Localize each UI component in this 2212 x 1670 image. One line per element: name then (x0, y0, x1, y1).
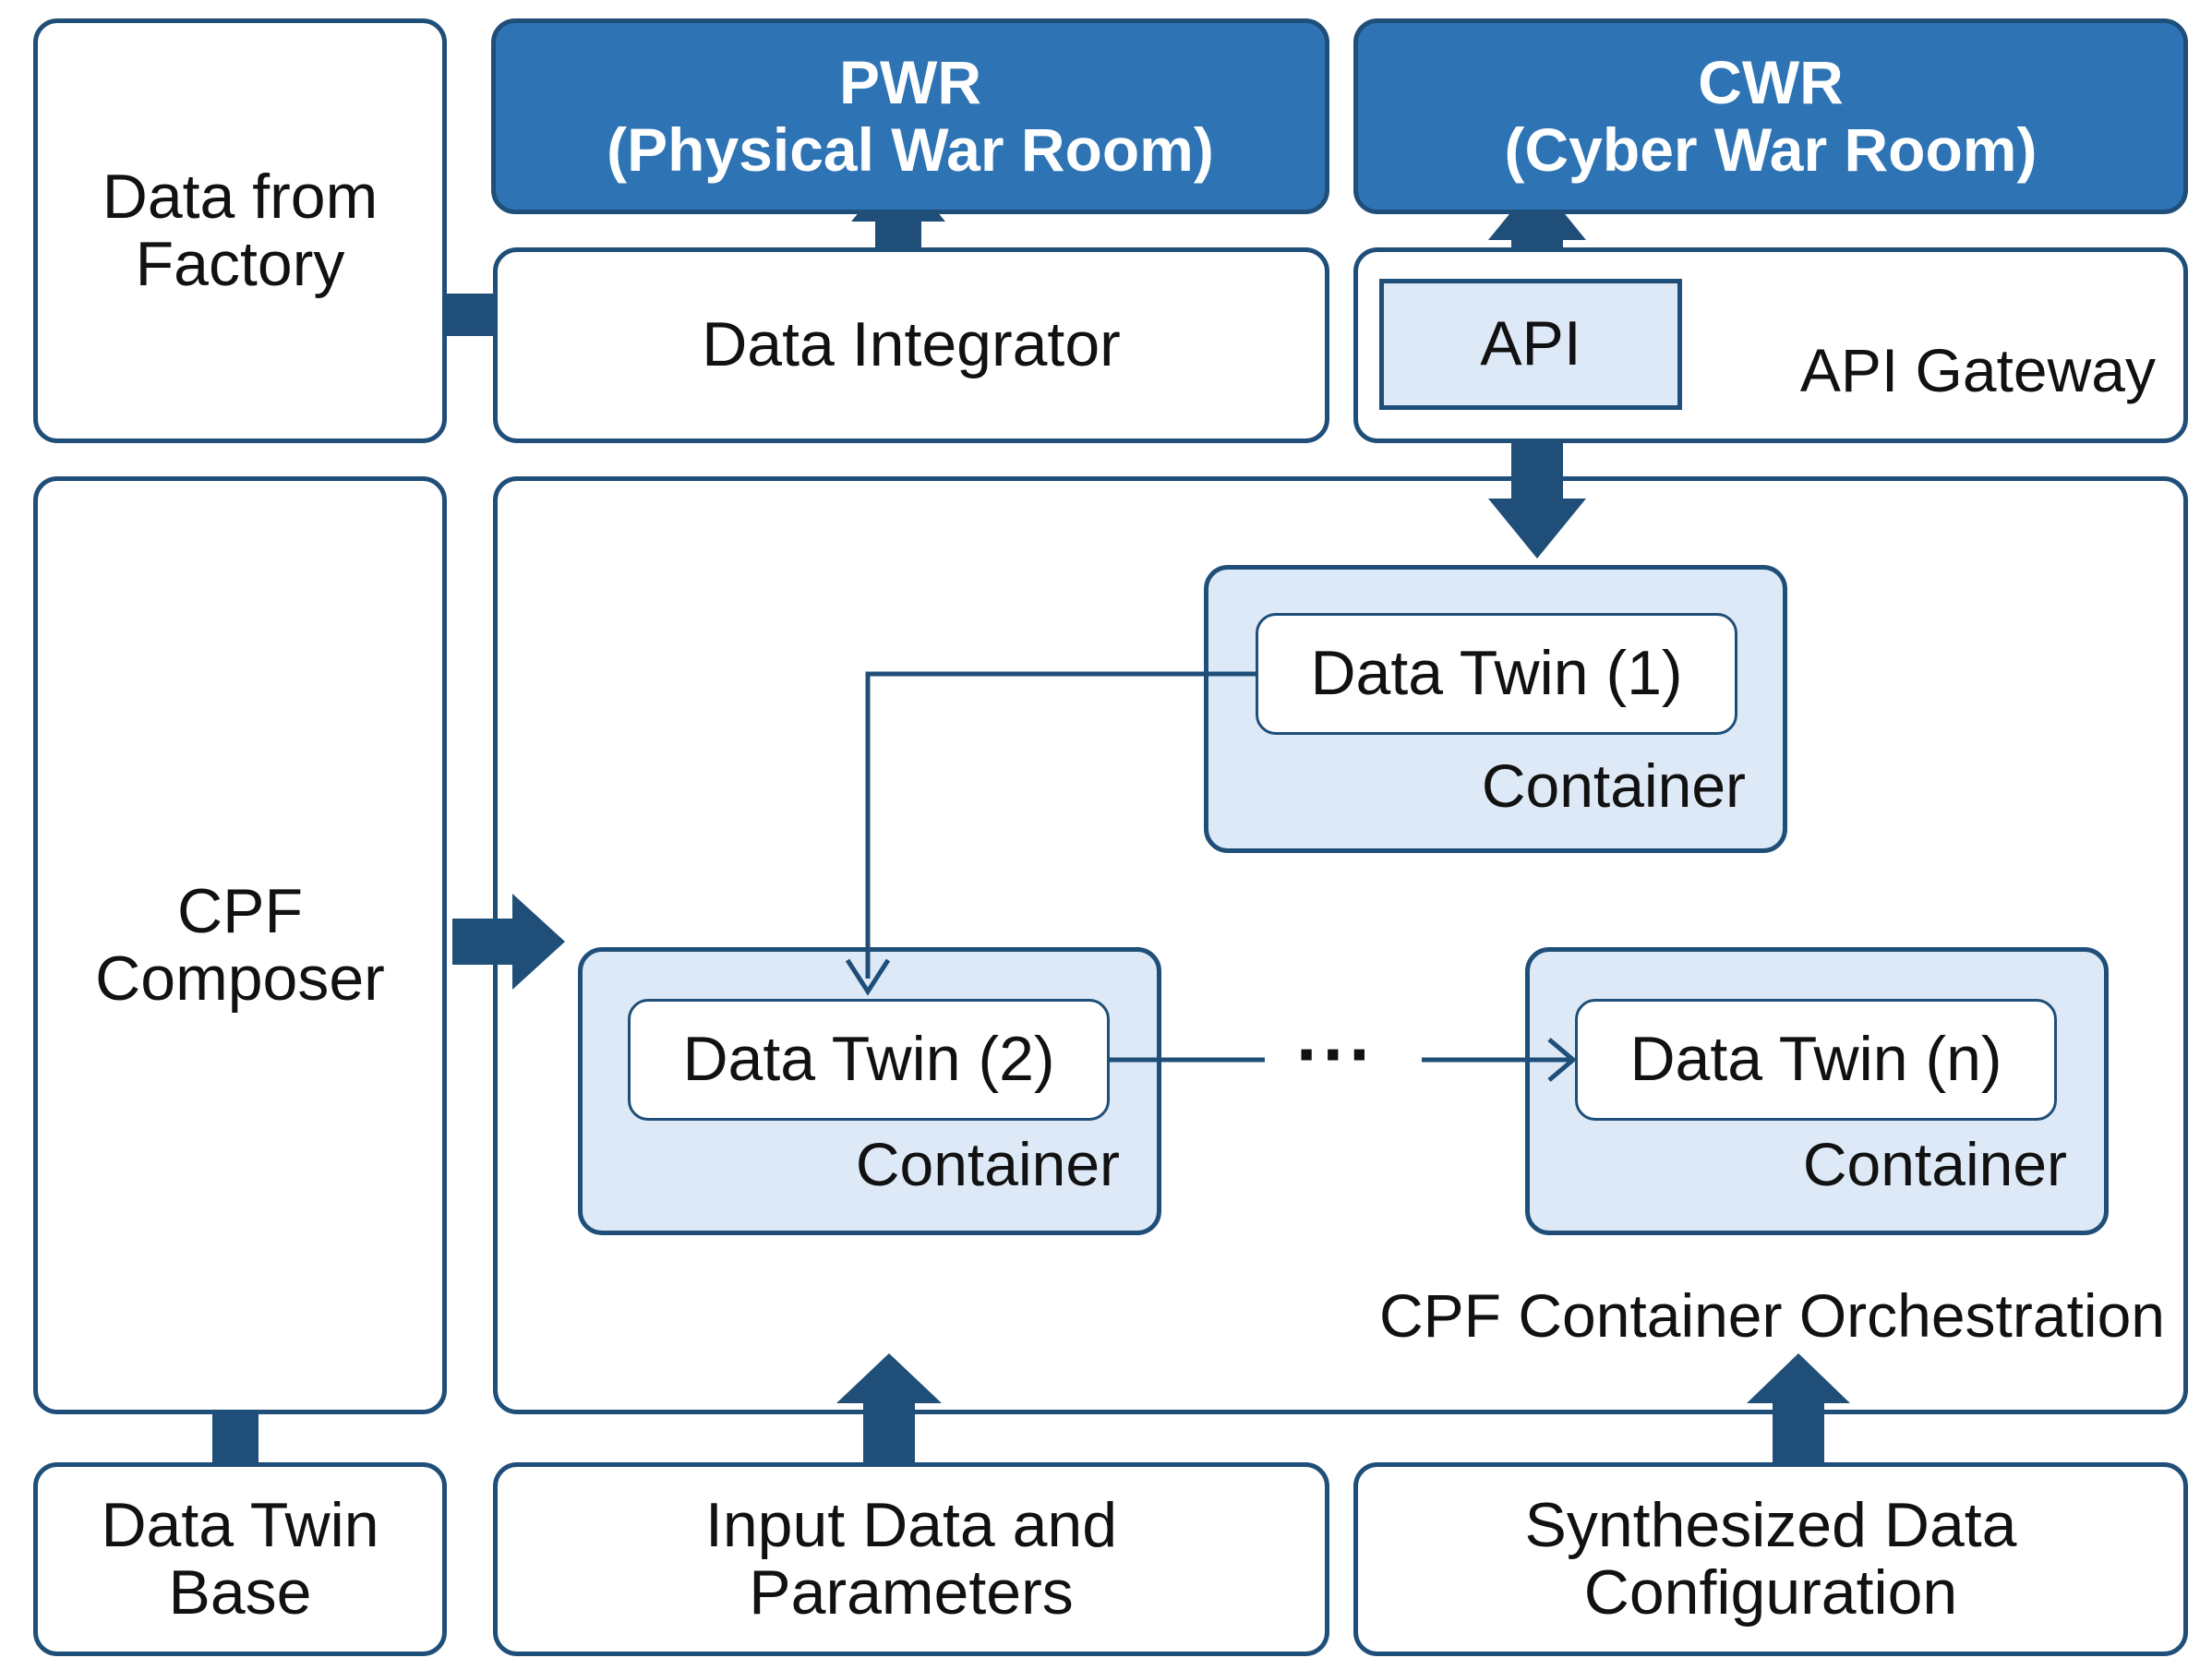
input-line1: Input Data and (704, 1489, 1118, 1560)
flow-twin1-to-twin2 (845, 671, 1256, 996)
data-from-factory-box: Data from Factory (33, 18, 447, 443)
synth-line1: Synthesized Data (1524, 1489, 2017, 1560)
composer-line1: CPF (177, 875, 303, 946)
input-data-box: Input Data and Parameters (493, 1462, 1329, 1656)
twin-base-line1: Data Twin (101, 1489, 379, 1560)
data-twin-n-label: Data Twin (n) (1629, 1024, 2002, 1095)
synthesized-data-box: Synthesized Data Configuration (1353, 1462, 2188, 1656)
data-twin-1-label: Data Twin (1) (1310, 638, 1683, 709)
api-gateway-label: API Gateway (1799, 336, 2156, 404)
data-twin-1: Data Twin (1) (1256, 613, 1737, 735)
flow-ellipsis-to-twinn (1422, 1038, 1577, 1082)
arrow-composer-to-orchestration (452, 894, 565, 990)
composer-line2: Composer (95, 943, 385, 1014)
pwr-subtitle: (Physical War Room) (607, 115, 1214, 184)
data-twin-n: Data Twin (n) (1575, 999, 2057, 1121)
api-label: API (1480, 308, 1581, 379)
factory-integrator-link (441, 294, 497, 336)
twin-base-line2: Base (168, 1557, 312, 1628)
container-n-label: Container (1802, 1130, 2067, 1198)
data-twin-base-box: Data Twin Base (33, 1462, 447, 1656)
input-line2: Parameters (749, 1557, 1074, 1628)
cwr-title: CWR (1698, 48, 1844, 117)
orchestration-label: CPF Container Orchestration (1378, 1281, 2165, 1350)
arrow-input-to-orchestration (836, 1353, 942, 1468)
container-1-label: Container (1481, 751, 1746, 820)
synth-line2: Configuration (1583, 1557, 1958, 1628)
pwr-title: PWR (839, 48, 981, 117)
cpf-composer-box: CPF Composer (33, 476, 447, 1414)
data-integrator-label: Data Integrator (702, 309, 1121, 380)
container-2-label: Container (855, 1130, 1120, 1198)
api-box: API (1379, 279, 1682, 410)
factory-line1: Data from (102, 161, 379, 232)
cpf-container-orchestration-box: CPF Container Orchestration (493, 476, 2188, 1414)
pwr-box: PWR (Physical War Room) (491, 18, 1329, 214)
data-twin-2-label: Data Twin (2) (682, 1024, 1055, 1095)
factory-line2: Factory (135, 229, 345, 299)
arrow-synth-to-orchestration (1747, 1353, 1850, 1468)
ellipsis: ··· (1296, 1013, 1376, 1095)
data-twin-2: Data Twin (2) (628, 999, 1110, 1121)
cwr-subtitle: (Cyber War Room) (1504, 115, 2038, 184)
cwr-box: CWR (Cyber War Room) (1353, 18, 2188, 214)
data-integrator-box: Data Integrator (493, 247, 1329, 443)
